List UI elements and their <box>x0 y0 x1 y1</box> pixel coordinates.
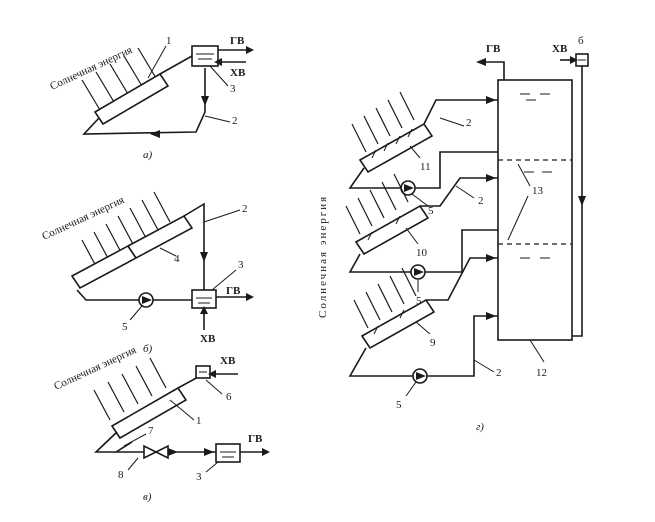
label-5-b: 5 <box>122 321 128 333</box>
hot-water-outlet-g <box>484 61 505 80</box>
hot-pipe-b <box>183 202 205 290</box>
label-5-g-top: 5 <box>428 205 434 217</box>
label-1-c: 1 <box>196 415 202 427</box>
solar-energy-label-a: Солнечная энергия <box>48 44 134 93</box>
solar-energy-label-g: Солнечная энергия <box>317 195 329 318</box>
sun-rays-g3 <box>353 267 417 329</box>
return-pipe-11 <box>348 151 498 189</box>
hot-water-label-a: ГВ <box>230 35 245 47</box>
solar-collector-a <box>93 72 170 126</box>
label-1-a: 1 <box>166 35 172 47</box>
label-4-b: 4 <box>174 253 180 265</box>
label-8-c: 8 <box>118 469 124 481</box>
cold-water-label-g: ХВ <box>552 43 568 55</box>
label-11-g: 11 <box>420 161 431 173</box>
flow-arrow-left-a <box>150 130 160 138</box>
storage-tank-b <box>191 289 217 309</box>
label-2-g-bottom: 2 <box>496 367 502 379</box>
label-3-a: 3 <box>230 83 236 95</box>
flow-arrow-down-b <box>200 252 208 262</box>
caption-a: а) <box>143 149 153 161</box>
solar-collector-9 <box>360 298 436 350</box>
label-7-c: 7 <box>148 425 154 437</box>
label-2-g-mid: 2 <box>478 195 484 207</box>
label-3-b: 3 <box>238 259 244 271</box>
return-pipe-b <box>76 289 192 301</box>
outlet-pipe-c <box>94 431 133 453</box>
cold-water-label-b: ХВ <box>200 333 216 345</box>
sun-rays-g2 <box>345 173 409 235</box>
cold-feed-pipe-g <box>572 66 583 337</box>
label-5-g-mid: 5 <box>416 295 422 307</box>
sun-rays-a <box>81 47 157 111</box>
caption-c: в) <box>143 491 152 503</box>
tank-mark-g: б <box>578 35 584 47</box>
storage-tank-12 <box>497 79 573 341</box>
label-5-g-bottom: 5 <box>396 399 402 411</box>
flow-arrow-down-a <box>201 96 209 106</box>
solar-collector-b1 <box>70 244 138 290</box>
cold-water-label-c: ХВ <box>220 355 236 367</box>
hot-water-label-g: ГВ <box>486 43 501 55</box>
return-pipe-9 <box>348 315 498 377</box>
scheme-a: Солнечная энергия ГВ ХВ 1 3 2 <box>48 35 254 161</box>
solar-energy-label-b: Солнечная энергия <box>40 194 126 243</box>
solar-energy-label-c: Солнечная энергия <box>52 344 138 393</box>
sun-rays-c <box>93 357 167 421</box>
hot-pipe-11 <box>423 99 498 125</box>
label-9-g: 9 <box>430 337 436 349</box>
label-2-a: 2 <box>232 115 238 127</box>
valve-c <box>143 444 158 460</box>
cold-water-label-a: ХВ <box>230 67 246 79</box>
label-2-b: 2 <box>242 203 248 215</box>
label-13-g: 13 <box>532 185 544 197</box>
storage-tank-c <box>215 443 241 463</box>
hot-pipe-a <box>159 55 193 75</box>
hot-pipe-10 <box>420 177 498 207</box>
storage-tank-a <box>191 45 219 67</box>
scheme-c: Солнечная энергия ХВ ГВ 6 <box>52 344 270 503</box>
caption-g: г) <box>476 421 484 433</box>
label-3-c: 3 <box>196 471 202 483</box>
hot-pipe-9 <box>426 257 498 301</box>
label-6-c: 6 <box>226 391 232 403</box>
hot-water-label-b: ГВ <box>226 285 241 297</box>
solar-collector-11 <box>358 122 434 174</box>
label-12-g: 12 <box>536 367 547 379</box>
label-10-g: 10 <box>416 247 428 259</box>
scheme-g: Солнечная энергия ГВ б ХВ <box>317 35 589 433</box>
label-2-g-top: 2 <box>466 117 472 129</box>
hot-water-label-c: ГВ <box>248 433 263 445</box>
sun-rays-g1 <box>351 91 415 153</box>
caption-b: б) <box>143 343 153 355</box>
solar-collector-c <box>110 386 188 440</box>
solar-collector-b2 <box>126 214 194 260</box>
scheme-b: Солнечная энергия ГВ ХВ 2 4 <box>40 191 254 355</box>
